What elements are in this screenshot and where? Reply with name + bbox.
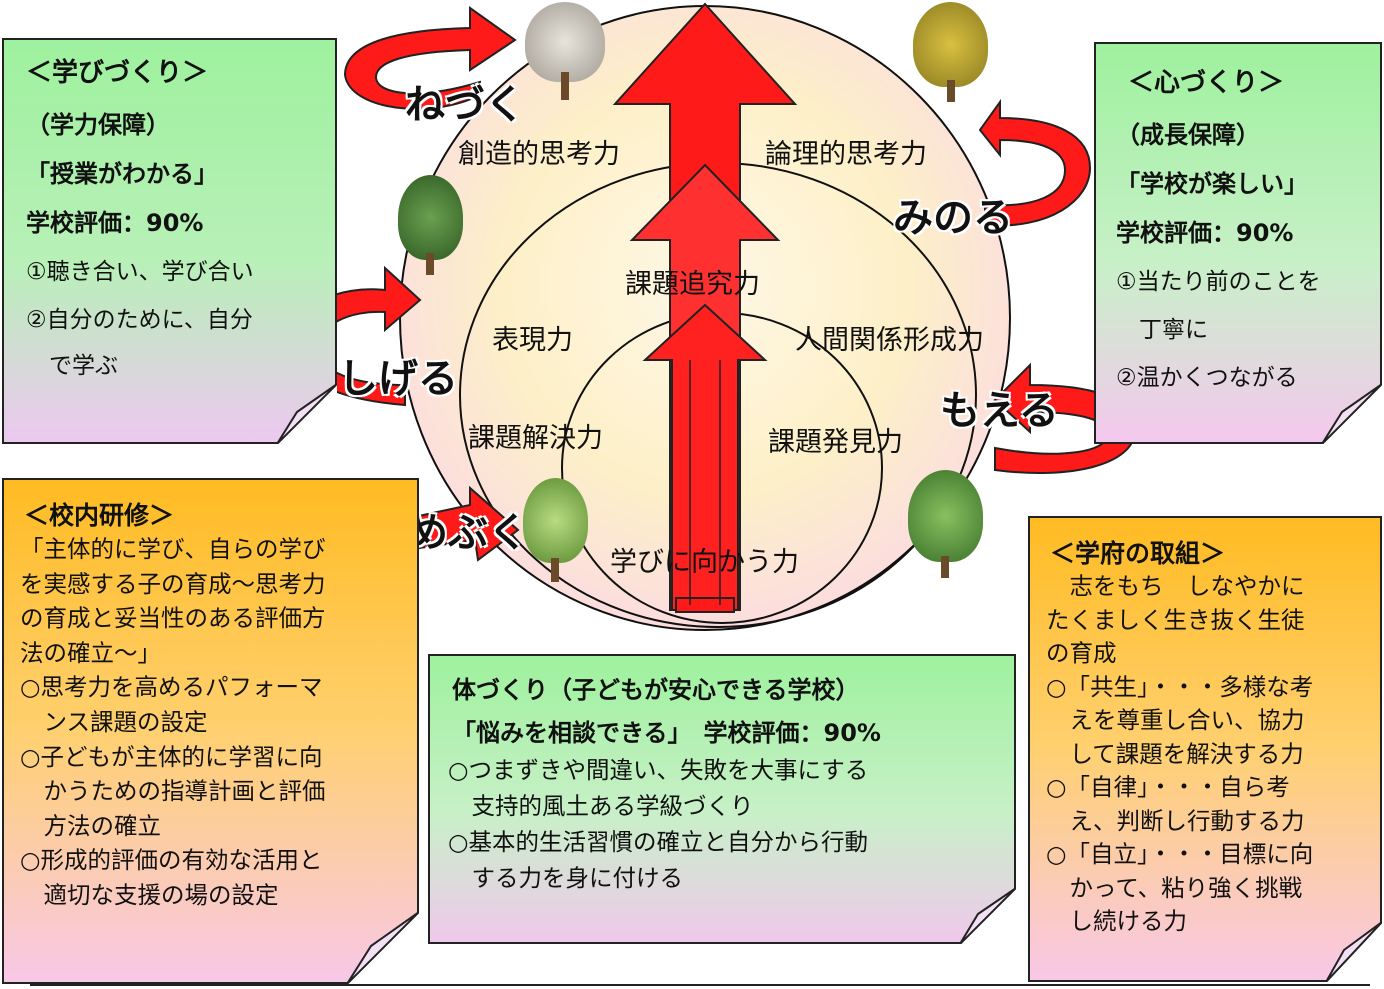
karada-line: 支持的風土ある学級づくり [448,792,754,820]
karada-title: 体づくり（子どもが安心できる学校） [452,676,860,704]
gakufu-title: ＜学府の取組＞ [1050,539,1226,568]
note-corner-icon [277,384,337,444]
gakufu-line: たくましく生き抜く生徒 [1046,605,1305,634]
manabi-sub: （学力保障） [26,111,170,139]
karada-body: ○つまずきや間違い、失敗を大事にする 支持的風土ある学級づくり ○基本的生活習慣… [448,752,1014,896]
kenshu-title: ＜校内研修＞ [24,501,175,530]
growth-arrows [612,2,798,613]
kenshu-line: かうための指導計画と評価 [20,777,326,806]
karada-line: ○つまずきや間違い、失敗を大事にする [448,756,869,784]
kokoro-item2: ②温かくつながる [1116,365,1298,391]
stage-moeru: もえる [940,388,1059,434]
note-corner-icon [1326,922,1382,982]
note-kenshu: ＜校内研修＞ 「主体的に学び、自らの学び を実感する子の育成～思考力 の育成と妥… [2,478,419,984]
karada-quote: 「悩みを相談できる」 学校評価：90% [452,719,881,747]
gakufu-line: の育成 [1046,639,1117,667]
note-corner-icon [347,912,419,984]
kenshu-line: の育成と妥当性のある評価方 [20,604,326,633]
manabi-item1: ①聴き合い、学び合い [26,259,254,285]
gakufu-line: 志をもち しなやかに [1046,572,1305,600]
label-creative-thinking: 創造的思考力 [458,139,620,170]
kenshu-line: ンス課題の設定 [20,707,208,736]
stage-nezuku: ねづく [405,82,525,128]
gakufu-body: 志をもち しなやかに たくましく生き抜く生徒 の育成 ○「共生」・・・多様な考 … [1046,570,1380,939]
karada-line: ○基本的生活習慣の確立と自分から行動 [448,828,869,856]
tree-green-icon [900,470,990,580]
stage-mebuku: めぶく [408,510,528,556]
kokoro-quote: 「学校が楽しい」 [1116,170,1308,198]
gakufu-line: え、判断し行動する力 [1046,806,1305,835]
karada-line: する力を身に付ける [448,864,683,892]
manabi-title: ＜学びづくり＞ [26,58,209,88]
gakufu-line: ○「共生」・・・多様な考 [1046,672,1314,701]
kokoro-sub: （成長保障） [1116,121,1260,149]
label-learning-attitude: 学びに向かう力 [610,547,799,578]
kenshu-body: 「主体的に学び、自らの学び を実感する子の育成～思考力 の育成と妥当性のある評価… [20,532,417,913]
tree-summer-icon [393,175,468,275]
kenshu-line: 「主体的に学び、自らの学び [20,535,326,563]
kenshu-line: 方法の確立 [20,811,161,840]
note-karada: 体づくり（子どもが安心できる学校） 「悩みを相談できる」 学校評価：90% ○つ… [428,654,1016,944]
manabi-item2b: で学ぶ [26,353,118,379]
gakufu-line: かって、粘り強く挑戦 [1046,873,1303,902]
tree-winter-icon [515,2,615,102]
note-manabi: ＜学びづくり＞ （学力保障） 「授業がわかる」 学校評価：90% ①聴き合い、学… [2,38,337,444]
kokoro-item1a: ①当たり前のことを [1116,269,1321,295]
gakufu-line: して課題を解決する力 [1046,739,1304,768]
kenshu-line: ○子どもが主体的に学習に向 [20,742,323,771]
manabi-item2a: ②自分のために、自分 [26,307,253,333]
kenshu-line: 適切な支援の場の設定 [20,880,279,909]
label-relationship: 人間関係形成力 [795,325,984,356]
label-logical-thinking: 論理的思考力 [765,139,927,170]
manabi-quote: 「授業がわかる」 [26,160,218,188]
gakufu-line: し続ける力 [1046,907,1187,935]
gakufu-line: ○「自律」・・・自ら考 [1046,773,1290,801]
label-problem-solving: 課題解決力 [468,423,603,454]
kenshu-line: を実感する子の育成～思考力 [20,569,326,598]
tree-autumn-icon [905,2,995,102]
kokoro-item1b: 丁寧に [1116,317,1208,343]
gakufu-line: えを尊重し合い、協力 [1046,706,1305,734]
kenshu-line: ○形成的評価の有効な活用と [20,846,323,875]
kenshu-line: 法の確立～」 [20,638,161,667]
note-gakufu: ＜学府の取組＞ 志をもち しなやかに たくましく生き抜く生徒 の育成 ○「共生」… [1028,516,1382,982]
stage-shigeru: しげる [338,356,458,402]
manabi-eval: 学校評価：90% [26,209,204,237]
tree-spring-icon [518,478,593,583]
label-expression: 表現力 [492,325,573,356]
note-corner-icon [960,888,1016,944]
kokoro-title: ＜心づくり＞ [1128,68,1285,98]
label-inquiry: 課題追究力 [625,269,760,300]
note-kokoro: ＜心づくり＞ （成長保障） 「学校が楽しい」 学校評価：90% ①当たり前のこと… [1094,42,1382,444]
kenshu-line: ○思考力を高めるパフォーマ [20,673,323,702]
stage-minoru: みのる [893,195,1013,241]
kokoro-eval: 学校評価：90% [1116,219,1294,247]
bottom-rule [30,984,1370,986]
gakufu-line: ○「自立」・・・目標に向 [1046,840,1314,868]
note-corner-icon [1322,384,1382,444]
label-problem-finding: 課題発見力 [768,427,903,458]
